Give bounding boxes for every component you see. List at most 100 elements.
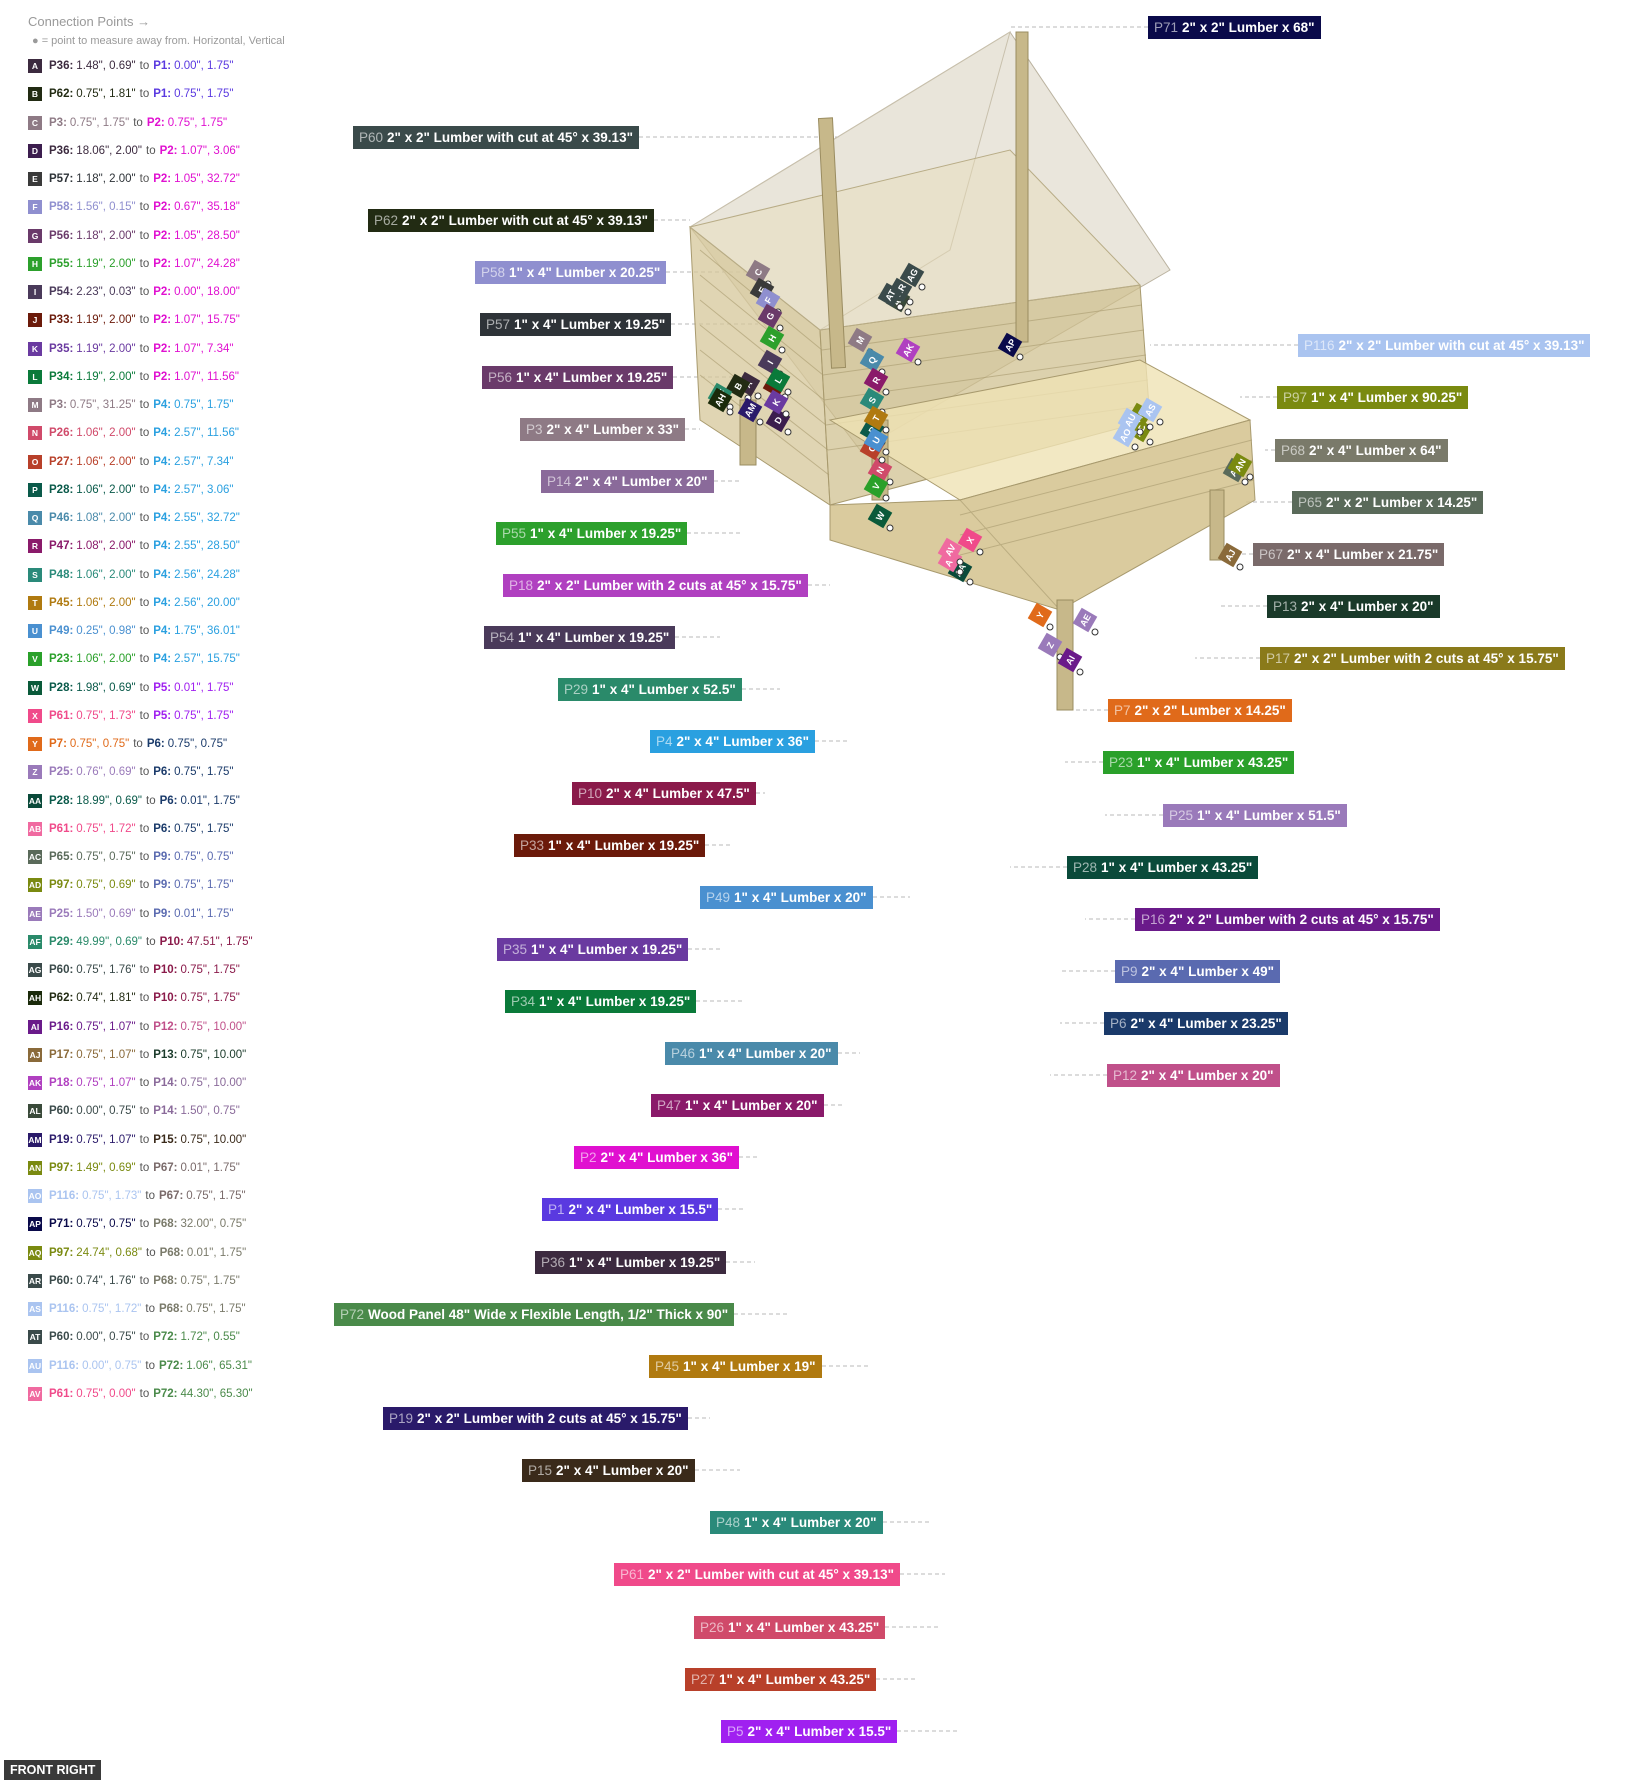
legend-lv1: 0.75", 1.07" bbox=[76, 1077, 136, 1089]
part-description: 1" x 4" Lumber x 20" bbox=[699, 1046, 832, 1061]
legend-lto: to bbox=[139, 1218, 150, 1231]
legend-lv1: 0.75", 31.25" bbox=[69, 399, 136, 411]
connection-marker-am: AM bbox=[737, 397, 764, 426]
legend-lp1: P48: bbox=[49, 568, 74, 581]
legend-lv1: 1.08", 2.00" bbox=[76, 540, 136, 553]
part-description: 2" x 2" Lumber x 14.25" bbox=[1326, 495, 1478, 510]
svg-text:U: U bbox=[870, 435, 882, 446]
legend-lp1: P116: bbox=[49, 1359, 80, 1372]
part-id: P55 bbox=[502, 526, 527, 541]
connection-marker-z: Z bbox=[1037, 632, 1064, 661]
part-id: P13 bbox=[1273, 599, 1298, 614]
part-description: 2" x 4" Lumber x 49" bbox=[1141, 964, 1275, 979]
legend-lv1: 1.19", 2.00" bbox=[76, 342, 136, 355]
legend-lto: to bbox=[139, 625, 150, 637]
legend-lp2: P2: bbox=[159, 144, 178, 157]
connection-marker-aj: AJ bbox=[1217, 542, 1244, 571]
legend-lv2: 1.05", 28.50" bbox=[174, 229, 240, 242]
connection-marker-k: K bbox=[763, 389, 790, 418]
part-id: P33 bbox=[520, 838, 545, 853]
legend-lv1: 1.50", 0.69" bbox=[76, 907, 136, 920]
legend-lp2: P5: bbox=[153, 709, 172, 722]
legend-lp1: P61: bbox=[49, 822, 74, 835]
connection-marker-y: Y bbox=[1027, 602, 1054, 631]
part-id: P4 bbox=[656, 734, 673, 749]
legend-lv1: 1.06", 2.00" bbox=[76, 653, 136, 666]
part-description: 1" x 4" Lumber x 51.5" bbox=[1197, 808, 1341, 823]
legend-lv1: 0.75", 1.76" bbox=[76, 964, 136, 976]
legend-lto: to bbox=[139, 992, 150, 1005]
legend-lp2: P2: bbox=[153, 257, 172, 270]
legend-lp1: P36: bbox=[49, 144, 74, 157]
legend-lp2: P6: bbox=[159, 794, 178, 807]
legend-lv2: 0.00", 1.75" bbox=[174, 60, 234, 72]
legend-badge: AO bbox=[28, 1189, 42, 1203]
svg-text:S: S bbox=[867, 395, 879, 405]
part-id: P54 bbox=[490, 630, 515, 645]
part-id: P116 bbox=[1304, 338, 1335, 353]
legend-lv2: 1.07", 7.34" bbox=[174, 342, 234, 355]
legend-lp2: P4: bbox=[153, 427, 172, 440]
legend-badge: E bbox=[28, 172, 42, 186]
legend-lto: to bbox=[139, 201, 150, 214]
part-id: P60 bbox=[359, 130, 384, 145]
part-description: 1" x 4" Lumber x 19.25" bbox=[569, 1255, 721, 1270]
legend-lp1: P97: bbox=[49, 1246, 74, 1259]
legend-lv2: 1.05", 32.72" bbox=[174, 173, 240, 185]
legend-lv2: 0.01", 1.75" bbox=[180, 794, 240, 807]
legend-lv2: 0.75", 1.75" bbox=[186, 1303, 246, 1315]
legend-lv1: 0.25", 0.98" bbox=[76, 625, 136, 637]
part-description: 2" x 2" Lumber x 14.25" bbox=[1134, 703, 1286, 718]
legend-note: ● = point to measure away from. Horizont… bbox=[32, 35, 285, 47]
part-id: P17 bbox=[1266, 651, 1291, 666]
legend-badge: AM bbox=[28, 1132, 42, 1147]
part-id: P23 bbox=[1109, 755, 1134, 770]
part-id: P1 bbox=[548, 1202, 565, 1217]
legend-lto: to bbox=[139, 568, 150, 581]
legend-lv2: 0.01", 1.75" bbox=[186, 1246, 247, 1259]
legend-lv1: 1.06", 2.00" bbox=[76, 455, 136, 468]
connection-marker-r: R bbox=[863, 367, 890, 396]
part-description: 2" x 2" Lumber with 2 cuts at 45° x 15.7… bbox=[1169, 912, 1434, 927]
part-id: P67 bbox=[1259, 547, 1284, 562]
legend-lp1: P46: bbox=[49, 512, 74, 524]
part-id: P35 bbox=[503, 942, 528, 957]
legend-lto: to bbox=[139, 483, 150, 496]
connection-marker-ap: AP bbox=[997, 332, 1024, 361]
legend-badge: L bbox=[28, 369, 42, 384]
part-id: P58 bbox=[481, 265, 506, 280]
legend-lp1: P62: bbox=[49, 992, 74, 1005]
legend-lv1: 0.75", 1.72" bbox=[82, 1303, 142, 1315]
part-id: P6 bbox=[1110, 1016, 1127, 1031]
part-id: P27 bbox=[691, 1672, 716, 1687]
legend-lp2: P2: bbox=[153, 229, 172, 242]
legend-lv1: 49.99", 0.69" bbox=[76, 935, 143, 948]
legend-title[interactable]: Connection Points → bbox=[28, 14, 151, 29]
legend-lp1: P55: bbox=[49, 257, 74, 270]
legend-badge: D bbox=[28, 143, 42, 158]
part-description: 1" x 4" Lumber x 20" bbox=[685, 1098, 818, 1113]
legend-lv2: 0.75", 10.00" bbox=[180, 1048, 247, 1061]
legend-lto: to bbox=[139, 540, 150, 553]
legend-badge: T bbox=[28, 595, 42, 610]
legend-lv2: 2.56", 24.28" bbox=[174, 568, 240, 581]
legend-lp2: P68: bbox=[153, 1274, 178, 1287]
part-id: P57 bbox=[486, 317, 511, 332]
